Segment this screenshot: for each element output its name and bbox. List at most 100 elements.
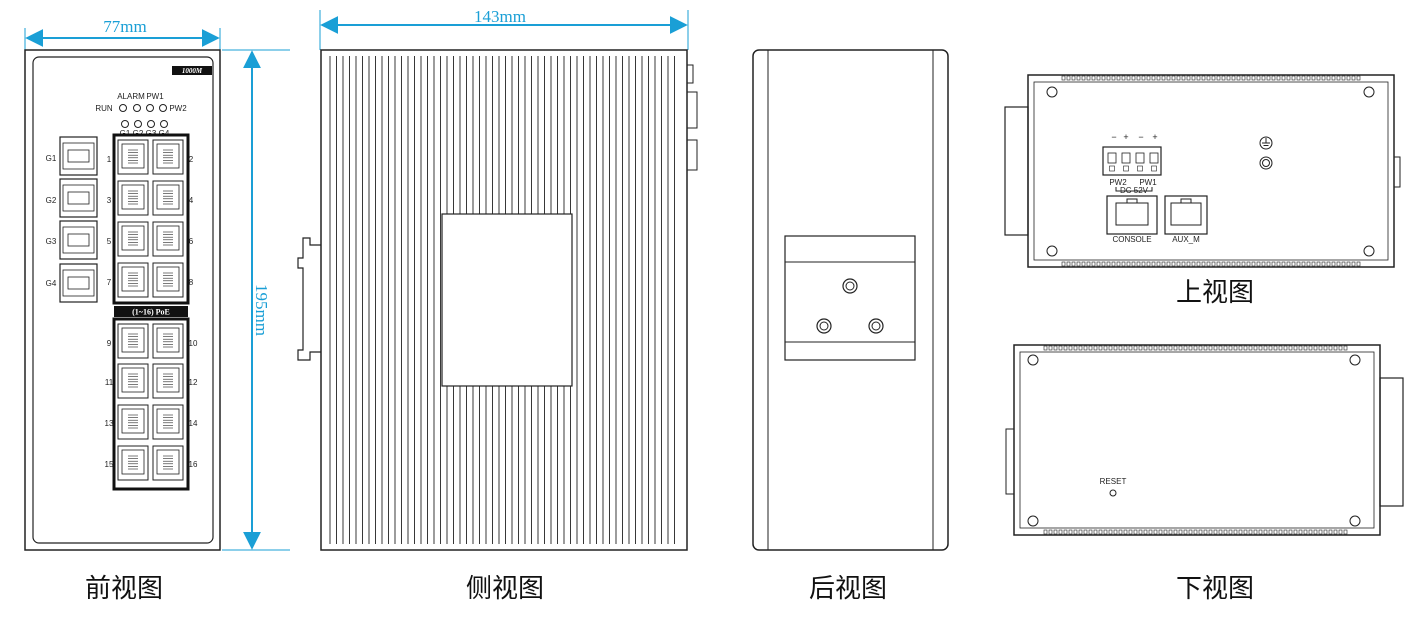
rj45-jack [156,449,180,475]
sfp-cage [59,136,98,176]
vent-tooth [1053,345,1058,351]
vent-tooth [1096,75,1101,81]
side-label-area [441,213,573,387]
console-port-tab [1126,198,1138,204]
vent-tooth [1303,529,1308,535]
vent-tooth [1313,529,1318,535]
rj45-port [117,262,149,298]
vent-tooth [1226,261,1231,267]
aux-port-jack [1170,202,1202,226]
vent-tooth [1301,75,1306,81]
rj45-jack [121,225,145,251]
vent-tooth [1141,261,1146,267]
caption-front: 前视图 [85,574,163,604]
screw-icon-inner [819,321,829,331]
sfp-cage-opening [62,269,95,297]
rj45-jack [121,408,145,434]
speed-badge [172,66,212,75]
vent-tooth [1298,529,1303,535]
poe-badge-text: (1~16) PoE [132,308,170,317]
vent-tooth [1276,75,1281,81]
rj45-jack [156,327,180,353]
vent-tooth [1283,529,1288,535]
vent-tooth [1233,345,1238,351]
vent-tooth [1346,75,1351,81]
terminal-pw2-label: PW2 [1109,178,1127,187]
vent-tooth [1093,345,1098,351]
vent-tooth [1143,529,1148,535]
vent-tooth [1071,75,1076,81]
vent-tooth [1176,75,1181,81]
terminal-slot [1149,152,1159,164]
side-connector [686,139,698,171]
top-connector [1393,156,1401,188]
vent-tooth [1276,261,1281,267]
led-g1-indicator [121,120,129,128]
vent-tooth [1183,529,1188,535]
vent-tooth [1311,75,1316,81]
rj45-port [152,180,184,216]
side-body [320,49,688,551]
vent-tooth [1193,529,1198,535]
vent-tooth [1166,75,1171,81]
rj45-jack [121,327,145,353]
sfp-g1-label: G1 [46,154,57,163]
vent-tooth [1326,75,1331,81]
back-body [752,49,949,551]
vent-tooth [1328,529,1333,535]
vent-tooth [1053,529,1058,535]
screw-icon [1363,86,1375,98]
sfp-cage-inner [67,233,90,247]
terminal-screw [1137,165,1143,172]
front-outer-frame [24,49,221,551]
rj45-jack [156,143,180,169]
vent-tooth [1171,75,1176,81]
vent-tooth [1291,261,1296,267]
vent-tooth [1286,261,1291,267]
vent-tooth [1118,529,1123,535]
vent-tooth [1236,261,1241,267]
ground-screw-icon [1259,156,1273,170]
vent-tooth [1196,75,1201,81]
vent-tooth [1168,529,1173,535]
vent-tooth [1156,261,1161,267]
vent-tooth [1321,261,1326,267]
top-inner [1033,81,1389,261]
vent-tooth [1318,345,1323,351]
vent-tooth [1191,75,1196,81]
vent-tooth [1138,345,1143,351]
width-dimension-label: 77mm [103,17,146,36]
led-pw2-indicator [159,104,167,112]
vent-tooth [1278,345,1283,351]
vent-tooth [1223,345,1228,351]
vent-tooth [1131,261,1136,267]
vent-tooth [1203,529,1208,535]
vent-tooth [1186,75,1191,81]
vent-tooth [1198,529,1203,535]
rj45-jack [121,367,145,393]
vent-tooth [1296,75,1301,81]
vent-tooth [1321,75,1326,81]
vent-tooth [1211,261,1216,267]
vent-tooth [1188,345,1193,351]
vent-tooth [1256,261,1261,267]
vent-tooth [1336,75,1341,81]
vent-tooth [1213,345,1218,351]
rj45-port [152,323,184,359]
vent-tooth [1136,75,1141,81]
led-pw2-label: PW2 [169,104,187,113]
vent-tooth [1288,345,1293,351]
vent-tooth [1153,345,1158,351]
sfp-cage [59,220,98,260]
vent-tooth [1158,529,1163,535]
vent-tooth [1251,75,1256,81]
screw-icon [1027,354,1039,366]
terminal-sign: − [1111,132,1116,142]
sfp-g2-label: G2 [46,196,57,205]
reset-button[interactable] [1109,489,1117,497]
vent-tooth [1161,261,1166,267]
vent-tooth [1066,75,1071,81]
vent-tooth [1151,75,1156,81]
port-label: 16 [189,460,198,469]
vent-tooth [1333,345,1338,351]
